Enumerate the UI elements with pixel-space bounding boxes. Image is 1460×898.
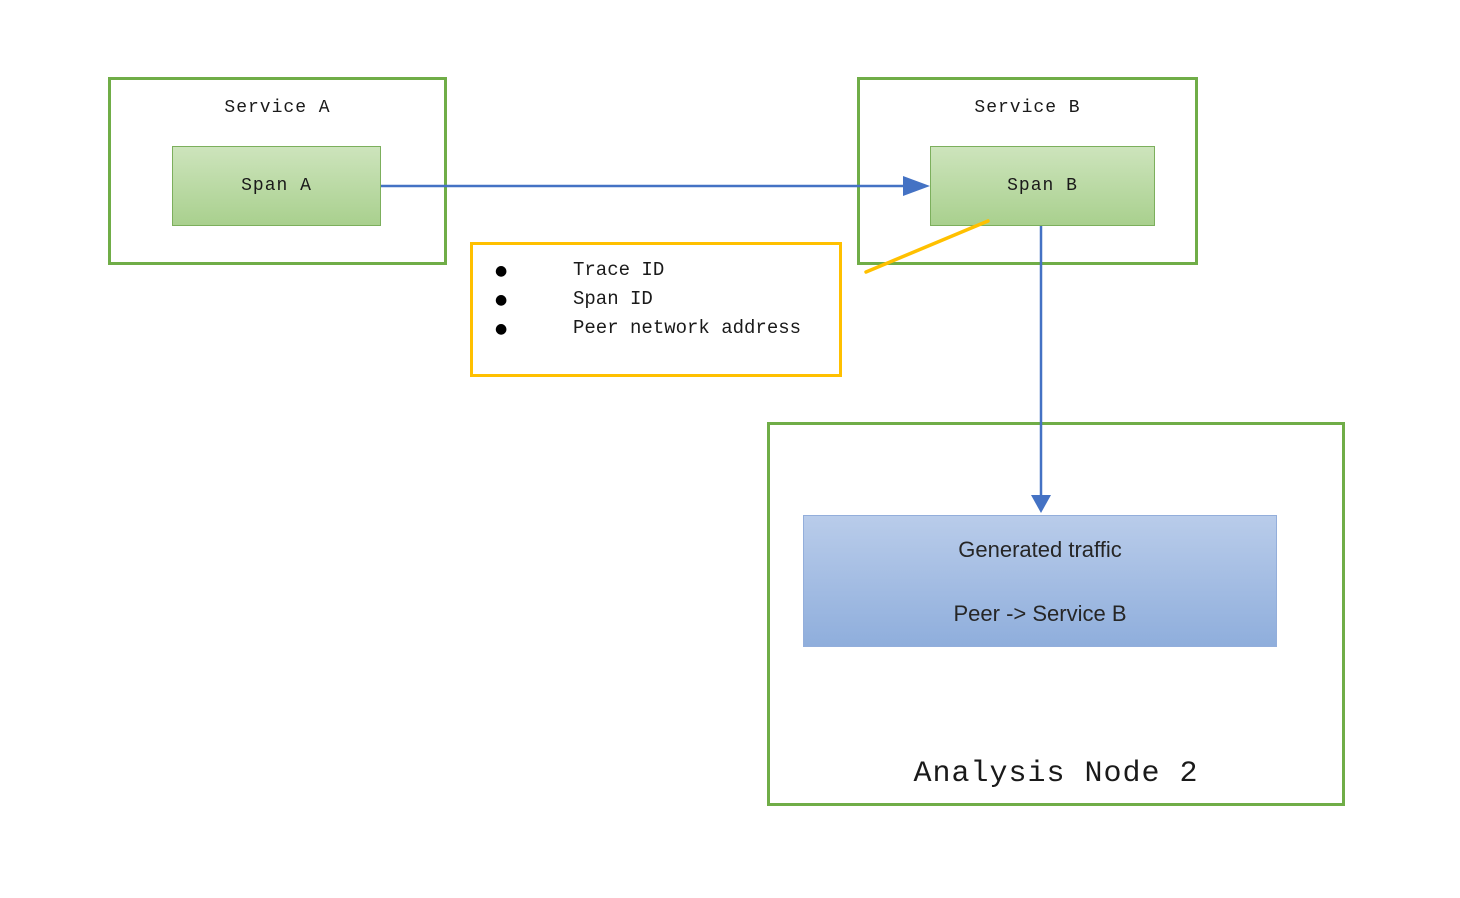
service-a-box: Service A Span A	[108, 77, 447, 265]
service-b-title: Service B	[974, 98, 1081, 118]
list-item: ● Trace ID	[473, 256, 839, 285]
service-b-box: Service B Span B	[857, 77, 1198, 265]
generated-traffic-label: Generated traffic	[958, 537, 1122, 562]
span-a-box: Span A	[172, 146, 381, 226]
analysis-node-title: Analysis Node 2	[913, 757, 1199, 791]
list-item: ● Span ID	[473, 285, 839, 314]
span-context-callout-box: ● Trace ID ● Span ID ● Peer network address	[470, 242, 842, 377]
span-b-box: Span B	[930, 146, 1155, 226]
generated-traffic-box: Generated traffic Peer -> Service B	[803, 515, 1277, 647]
list-item: ● Peer network address	[473, 314, 839, 343]
service-a-title: Service A	[224, 98, 331, 118]
list-item-label: Span ID	[573, 288, 653, 310]
span-a-label: Span A	[241, 176, 312, 196]
bullet-icon: ●	[495, 321, 508, 337]
span-b-label: Span B	[1007, 176, 1078, 196]
list-item-label: Peer network address	[573, 317, 802, 339]
analysis-node-box: Generated traffic Peer -> Service B Anal…	[767, 422, 1345, 806]
list-item-label: Trace ID	[573, 259, 665, 281]
bullet-icon: ●	[495, 292, 508, 308]
peer-to-service-b-label: Peer -> Service B	[953, 601, 1127, 626]
span-context-list: ● Trace ID ● Span ID ● Peer network address	[473, 256, 839, 343]
bullet-icon: ●	[495, 263, 508, 279]
